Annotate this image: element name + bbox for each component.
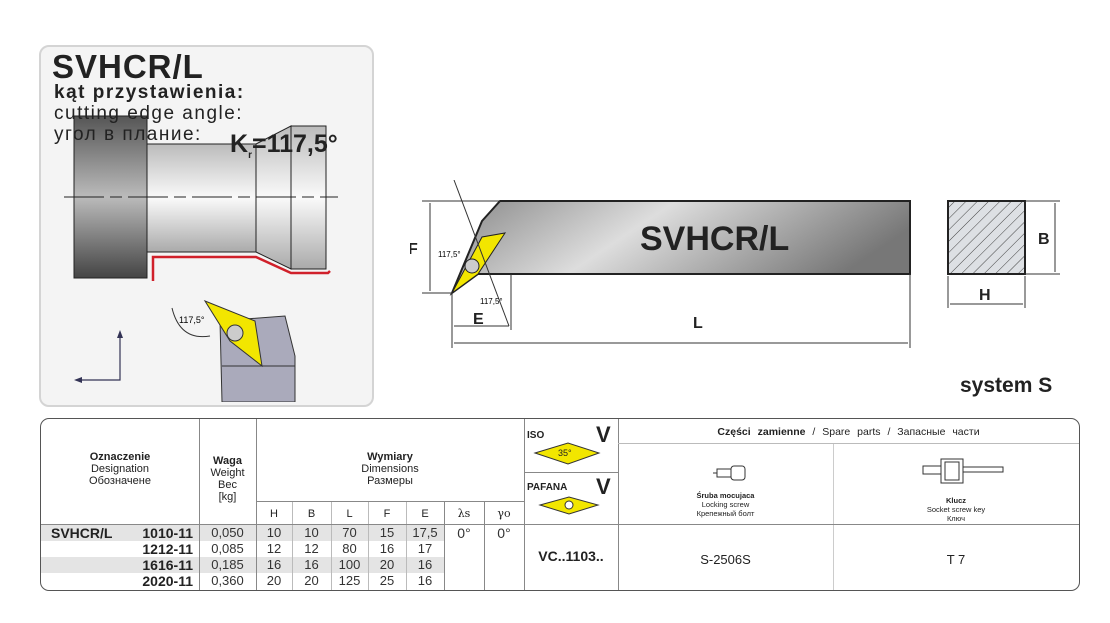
cell-f: 16 <box>379 541 395 556</box>
cell-l: 70 <box>342 525 357 540</box>
angle-label: 117,5° <box>438 250 461 259</box>
cell-e: 17,5 <box>412 525 438 540</box>
col-gamma: γo <box>497 507 511 520</box>
pafana-insert-icon <box>538 496 600 515</box>
tool-title: SVHCR/L <box>52 48 204 85</box>
cell-f: 20 <box>379 557 395 572</box>
designation-header: Oznaczenie <box>89 451 151 463</box>
cell-l: 80 <box>342 541 357 556</box>
row-code: 1010-11 <box>142 525 193 541</box>
angle-label: 117,5° <box>179 315 205 325</box>
kr-value: Kr=117,5° <box>230 130 338 161</box>
cell-f: 15 <box>379 525 395 540</box>
cell-e: 17 <box>417 541 433 556</box>
cell-b: 10 <box>304 525 319 540</box>
pafana-shape: V <box>596 474 611 499</box>
screw-code: S-2506S <box>700 552 751 567</box>
cell-h: 16 <box>266 557 282 572</box>
screw-icon <box>713 465 746 481</box>
col-h: H <box>270 508 278 520</box>
cell-b: 16 <box>304 557 319 572</box>
gamma-value: 0° <box>497 525 511 541</box>
tool-path <box>151 255 331 281</box>
dim-f: F <box>410 241 418 258</box>
screw-label: Śruba mocujaca <box>696 491 755 500</box>
angle-label: 117,5° <box>480 297 503 306</box>
key-icon <box>922 458 1004 484</box>
lambda-value: 0° <box>457 525 471 541</box>
iso-insert-icon <box>533 442 601 465</box>
col-l: L <box>346 508 353 520</box>
iso-label: ISO <box>527 430 545 441</box>
row-code: 1616-11 <box>142 557 193 573</box>
pafana-label: PAFANA <box>527 482 568 493</box>
iso-shape: V <box>596 422 611 447</box>
col-b: B <box>307 508 316 520</box>
cell-weight: 0,085 <box>211 541 244 556</box>
tool-drawing: SVHCR/L F E L B H 117,5° 117,5° <box>410 180 1060 348</box>
cell-b: 12 <box>304 541 319 556</box>
cell-e: 16 <box>417 573 433 588</box>
dim-b: B <box>1038 231 1050 248</box>
row-code: 2020-11 <box>142 573 193 589</box>
angle-label-pl: kąt przystawienia: <box>54 82 245 103</box>
cell-weight: 0,185 <box>211 557 244 572</box>
cell-l: 100 <box>338 557 361 572</box>
angle-label-ru: угол в плание: <box>54 124 202 145</box>
cell-h: 12 <box>266 541 282 556</box>
col-lambda: λs <box>457 507 471 520</box>
cell-e: 16 <box>417 557 433 572</box>
turning-diagram: 117,5° <box>64 115 338 402</box>
cell-h: 20 <box>266 573 282 588</box>
dim-l: L <box>693 315 703 332</box>
axis-arrows-icon <box>80 336 121 381</box>
family-label: SVHCR/L <box>51 525 113 541</box>
col-f: F <box>383 508 391 520</box>
key-code: T 7 <box>946 552 966 567</box>
row-code: 1212-11 <box>142 541 193 557</box>
cell-h: 10 <box>266 525 282 540</box>
insert-code: VC..1103.. <box>538 548 604 564</box>
cell-weight: 0,050 <box>211 525 244 540</box>
bar-label: SVHCR/L <box>640 220 789 258</box>
system-label: system S <box>960 374 1053 397</box>
cell-weight: 0,360 <box>211 573 244 588</box>
dim-h: H <box>979 287 991 304</box>
cross-section <box>947 200 1026 275</box>
cell-b: 20 <box>304 573 319 588</box>
iso-angle: 35° <box>558 448 572 458</box>
spare-parts-header: Części zamienne / Spare parts / Запасные… <box>717 426 980 438</box>
workpiece-shape <box>146 143 257 253</box>
dimensions-header: Wymiary <box>367 451 413 463</box>
angle-label-en: cutting edge angle: <box>54 103 244 124</box>
cell-f: 25 <box>379 573 395 588</box>
cell-l: 125 <box>338 573 361 588</box>
dim-e: E <box>473 311 484 328</box>
col-e: E <box>421 508 429 520</box>
weight-header: Waga <box>213 455 242 467</box>
key-label: Klucz <box>945 496 966 505</box>
